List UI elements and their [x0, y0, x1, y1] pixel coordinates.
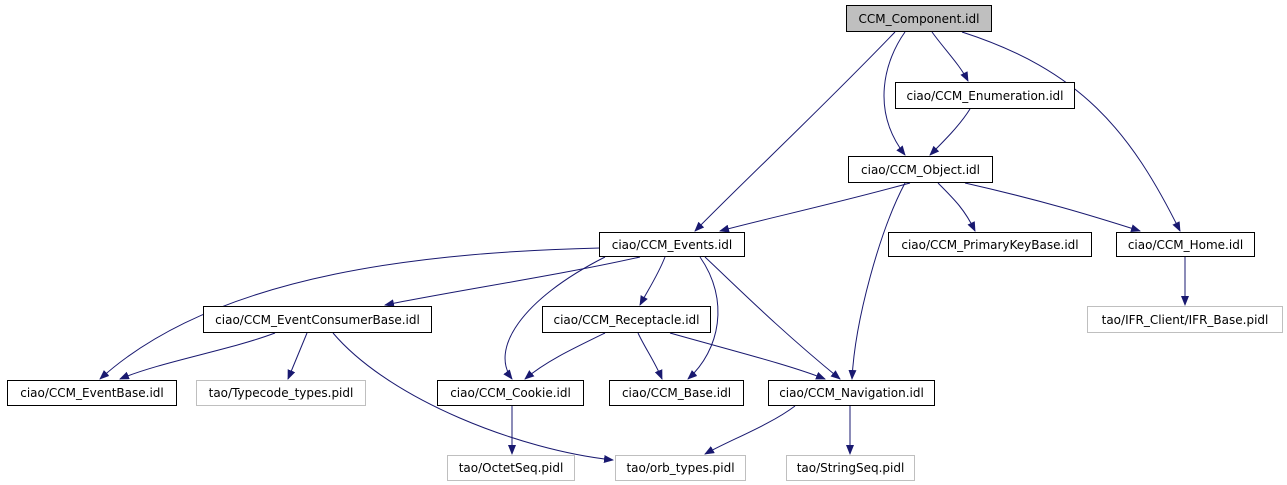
node-ifr-base-pidl: tao/IFR_Client/IFR_Base.pidl — [1087, 306, 1283, 333]
edge-component-to-events — [694, 31, 896, 232]
node-ccm-receptacle[interactable]: ciao/CCM_Receptacle.idl — [542, 306, 711, 333]
edge-object-to-navigation — [848, 182, 906, 380]
node-ccm-navigation[interactable]: ciao/CCM_Navigation.idl — [768, 380, 935, 406]
node-ccm-enumeration[interactable]: ciao/CCM_Enumeration.idl — [895, 82, 1075, 109]
node-ccm-events[interactable]: ciao/CCM_Events.idl — [599, 232, 745, 257]
edge-eventconsumerbase-to-orb_types — [332, 332, 614, 464]
edge-navigation-to-orb_types — [704, 405, 796, 455]
node-ccm-eventconsumerbase[interactable]: ciao/CCM_EventConsumerBase.idl — [203, 306, 432, 333]
node-ccm-component[interactable]: CCM_Component.idl — [846, 5, 992, 32]
edge-eventconsumerbase-to-typecode — [287, 332, 308, 380]
edge-events-to-eventbase — [99, 247, 601, 380]
node-typecode-types-pidl: tao/Typecode_types.pidl — [196, 380, 366, 406]
edge-object-to-primarykeybase — [937, 182, 976, 232]
node-ccm-cookie[interactable]: ciao/CCM_Cookie.idl — [437, 380, 584, 406]
node-octetseq-pidl: tao/OctetSeq.pidl — [447, 455, 575, 481]
node-ccm-object[interactable]: ciao/CCM_Object.idl — [848, 156, 993, 183]
edge-receptacle-to-base — [637, 332, 663, 380]
edge-events-to-eventconsumerbase — [384, 256, 641, 308]
edge-object-to-events — [719, 182, 911, 233]
node-orb-types-pidl: tao/orb_types.pidl — [615, 455, 746, 481]
edge-component-to-enumeration — [931, 31, 969, 82]
edge-receptacle-to-cookie — [524, 332, 606, 380]
edge-events-to-cookie — [503, 256, 606, 380]
edge-receptacle-to-navigation — [669, 332, 826, 380]
node-ccm-eventbase[interactable]: ciao/CCM_EventBase.idl — [7, 380, 177, 406]
edge-events-to-base — [687, 256, 719, 380]
node-stringseq-pidl: tao/StringSeq.pidl — [786, 455, 915, 481]
edge-object-to-home — [964, 182, 1141, 233]
node-ccm-base[interactable]: ciao/CCM_Base.idl — [609, 380, 744, 406]
node-ccm-home[interactable]: ciao/CCM_Home.idl — [1116, 232, 1255, 257]
node-ccm-primarykeybase[interactable]: ciao/CCM_PrimaryKeyBase.idl — [888, 232, 1092, 257]
edge-component-to-object — [883, 31, 906, 156]
edge-events-to-navigation — [704, 256, 841, 380]
edge-component-to-home — [961, 31, 1181, 232]
edge-enumeration-to-object — [929, 108, 971, 156]
edge-eventconsumerbase-to-eventbase — [119, 332, 276, 380]
edge-events-to-receptacle — [639, 256, 666, 306]
